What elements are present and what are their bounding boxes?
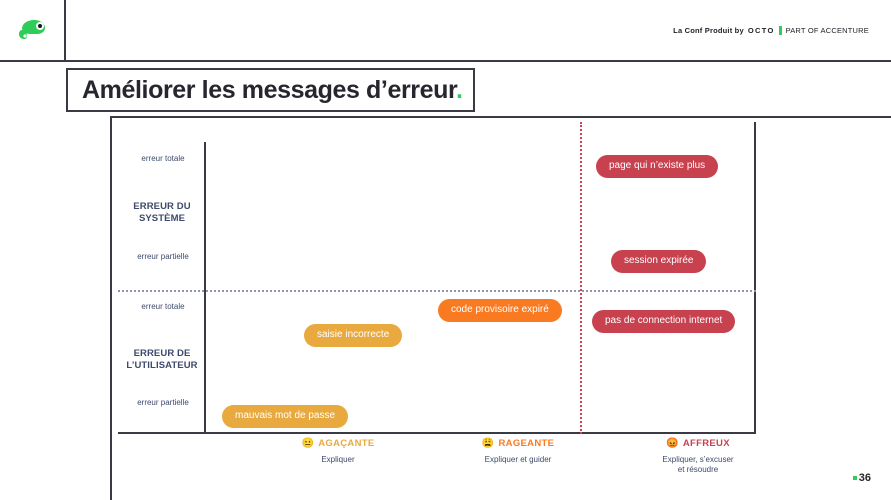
data-point-page-inexistante[interactable]: page qui n’existe plus: [596, 155, 719, 178]
legend-title-agacante: 😐 AGAÇANTE: [248, 438, 428, 449]
y-tick-systeme-totale: erreur totale: [141, 154, 185, 163]
y-tick-utilisateur-totale: erreur totale: [141, 302, 185, 311]
weary-face-icon: 😩: [481, 438, 495, 449]
page-number: 36: [852, 472, 871, 484]
legend-advice-rageante: Expliquer et guider: [484, 455, 552, 464]
legend-item-agacante: 😐 AGAÇANTE Expliquer: [248, 438, 428, 465]
page-title-label: Améliorer les messages d’erreur: [82, 75, 456, 104]
legend-advice-affreux: Expliquer, s’excuser et résoudre: [662, 455, 734, 474]
data-point-saisie-incorrecte[interactable]: saisie incorrecte: [304, 324, 403, 347]
legend-item-rageante: 😩 RAGEANTE Expliquer et guider: [418, 438, 618, 465]
legend-label-rageante: RAGEANTE: [498, 438, 555, 449]
page-number-value: 36: [858, 472, 871, 484]
legend-label-agacante: AGAÇANTE: [318, 438, 375, 449]
page-title: Améliorer les messages d’erreur.: [66, 68, 475, 112]
legend-label-affreux: AFFREUX: [682, 438, 730, 449]
brand-bar: La Conf Produit by OCTO PART OF ACCENTUR…: [66, 0, 891, 62]
logo-box: [0, 0, 66, 62]
page-title-text: Améliorer les messages d’erreur.: [82, 75, 463, 105]
severity-legend: 😐 AGAÇANTE Expliquer 😩 RAGEANTE Explique…: [118, 438, 756, 486]
page-number-dot-icon: [852, 476, 857, 480]
annoyed-face-icon: 😐: [301, 438, 315, 449]
brand-prefix: La Conf Produit by: [673, 25, 744, 35]
data-point-pas-de-connection[interactable]: pas de connection internet: [592, 310, 736, 333]
data-point-mauvais-mot-de-passe[interactable]: mauvais mot de passe: [222, 405, 349, 428]
brand-octo: OCTO: [747, 25, 775, 35]
y-band-label-systeme: ERREUR DU SYSTÈME: [133, 201, 191, 224]
vertical-band-divider: [580, 122, 582, 434]
data-point-code-expire[interactable]: code provisoire expiré: [438, 299, 562, 322]
brand-accenture: PART OF ACCENTURE: [785, 25, 869, 35]
page-title-accent-dot: .: [455, 75, 463, 104]
y-tick-utilisateur-partielle: erreur partielle: [137, 398, 189, 407]
y-band-label-utilisateur: ERREUR DE L’UTILISATEUR: [126, 348, 198, 371]
legend-item-affreux: 😡 AFFREUX Expliquer, s’excuser et résoud…: [598, 438, 798, 474]
horizontal-band-divider: [118, 290, 756, 292]
chameleon-logo-icon: [16, 16, 48, 44]
error-severity-matrix: erreur totale ERREUR DU SYSTÈME erreur p…: [118, 122, 756, 434]
data-point-session-expiree[interactable]: session expirée: [611, 250, 707, 273]
legend-title-affreux: 😡 AFFREUX: [598, 438, 798, 449]
legend-title-rageante: 😩 RAGEANTE: [418, 438, 618, 449]
legend-advice-agacante: Expliquer: [321, 455, 355, 464]
brand-separator-icon: [778, 25, 782, 35]
y-tick-systeme-partielle: erreur partielle: [137, 252, 189, 261]
brand-lockup: La Conf Produit by OCTO PART OF ACCENTUR…: [673, 25, 869, 35]
angry-face-icon: 😡: [666, 438, 679, 449]
y-axis-line: [204, 142, 206, 434]
